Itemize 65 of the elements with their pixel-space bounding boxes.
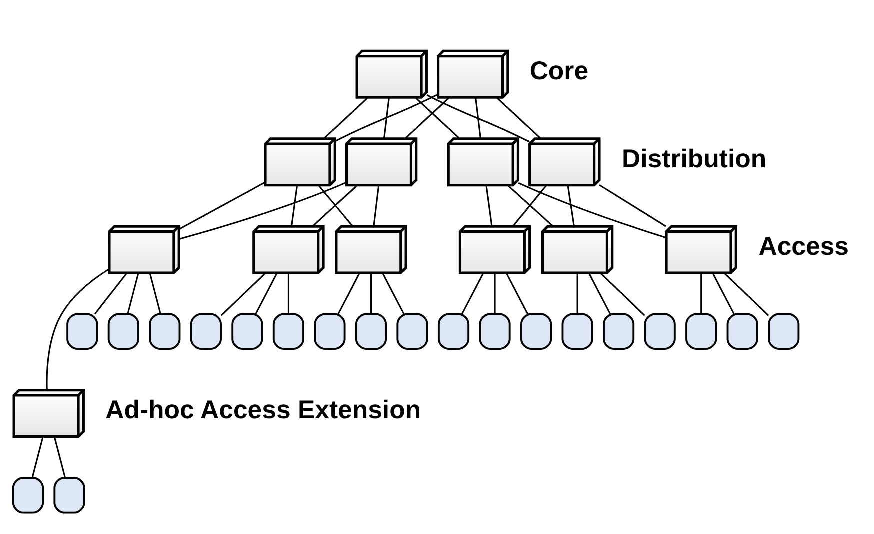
node-monitor	[438, 312, 470, 350]
node-monitor	[232, 312, 264, 350]
connector	[324, 97, 368, 138]
connector	[576, 272, 578, 314]
connector	[54, 436, 66, 478]
node-monitor	[726, 312, 758, 350]
connector	[567, 185, 575, 226]
node-label: Ad-hoc Access Extension	[106, 396, 422, 424]
connector	[220, 272, 266, 316]
node-monitor	[66, 312, 98, 350]
node-monitor	[314, 312, 346, 350]
connector	[46, 268, 110, 390]
connector	[179, 181, 347, 240]
connector	[600, 272, 646, 316]
connector	[149, 272, 162, 314]
connector	[462, 272, 484, 314]
connector	[700, 272, 702, 314]
connector	[415, 97, 460, 138]
connector	[373, 185, 380, 226]
connector	[291, 185, 298, 226]
label: Core	[530, 57, 589, 86]
node-monitor	[644, 312, 676, 350]
connector	[508, 184, 554, 226]
node-monitor	[686, 312, 718, 350]
node-monitor	[396, 312, 428, 350]
connector	[475, 97, 482, 138]
connector	[588, 272, 612, 314]
connector	[127, 272, 140, 314]
connector	[384, 97, 390, 138]
connector	[255, 272, 278, 314]
connector	[405, 97, 450, 138]
label: Access	[758, 232, 849, 260]
connector	[486, 185, 493, 226]
node-monitor	[190, 312, 222, 350]
node-monitor	[54, 476, 86, 514]
node-monitor	[768, 312, 800, 350]
connector	[724, 272, 770, 316]
connector	[426, 94, 530, 142]
node-monitor	[603, 312, 635, 350]
node-monitor	[520, 312, 552, 350]
node-monitor	[479, 312, 511, 350]
connector	[318, 184, 354, 226]
node-monitor	[149, 312, 181, 350]
connector	[288, 272, 290, 314]
connector	[512, 184, 547, 226]
node-monitor	[562, 312, 594, 350]
connector	[94, 272, 128, 314]
connector	[338, 272, 360, 314]
node-monitor	[108, 312, 140, 350]
connector	[382, 272, 405, 314]
connector	[712, 272, 735, 314]
connector	[32, 436, 44, 478]
node-monitor	[272, 312, 304, 350]
node-monitor	[355, 312, 388, 350]
connector	[494, 272, 496, 314]
connector	[178, 181, 266, 230]
connector	[370, 272, 372, 314]
connector	[312, 184, 358, 226]
connector	[518, 182, 666, 238]
connector	[506, 272, 529, 314]
connector	[496, 97, 541, 138]
connector	[599, 184, 666, 227]
label: Distribution	[622, 144, 767, 173]
node-monitor	[12, 476, 44, 514]
connector	[335, 93, 438, 142]
